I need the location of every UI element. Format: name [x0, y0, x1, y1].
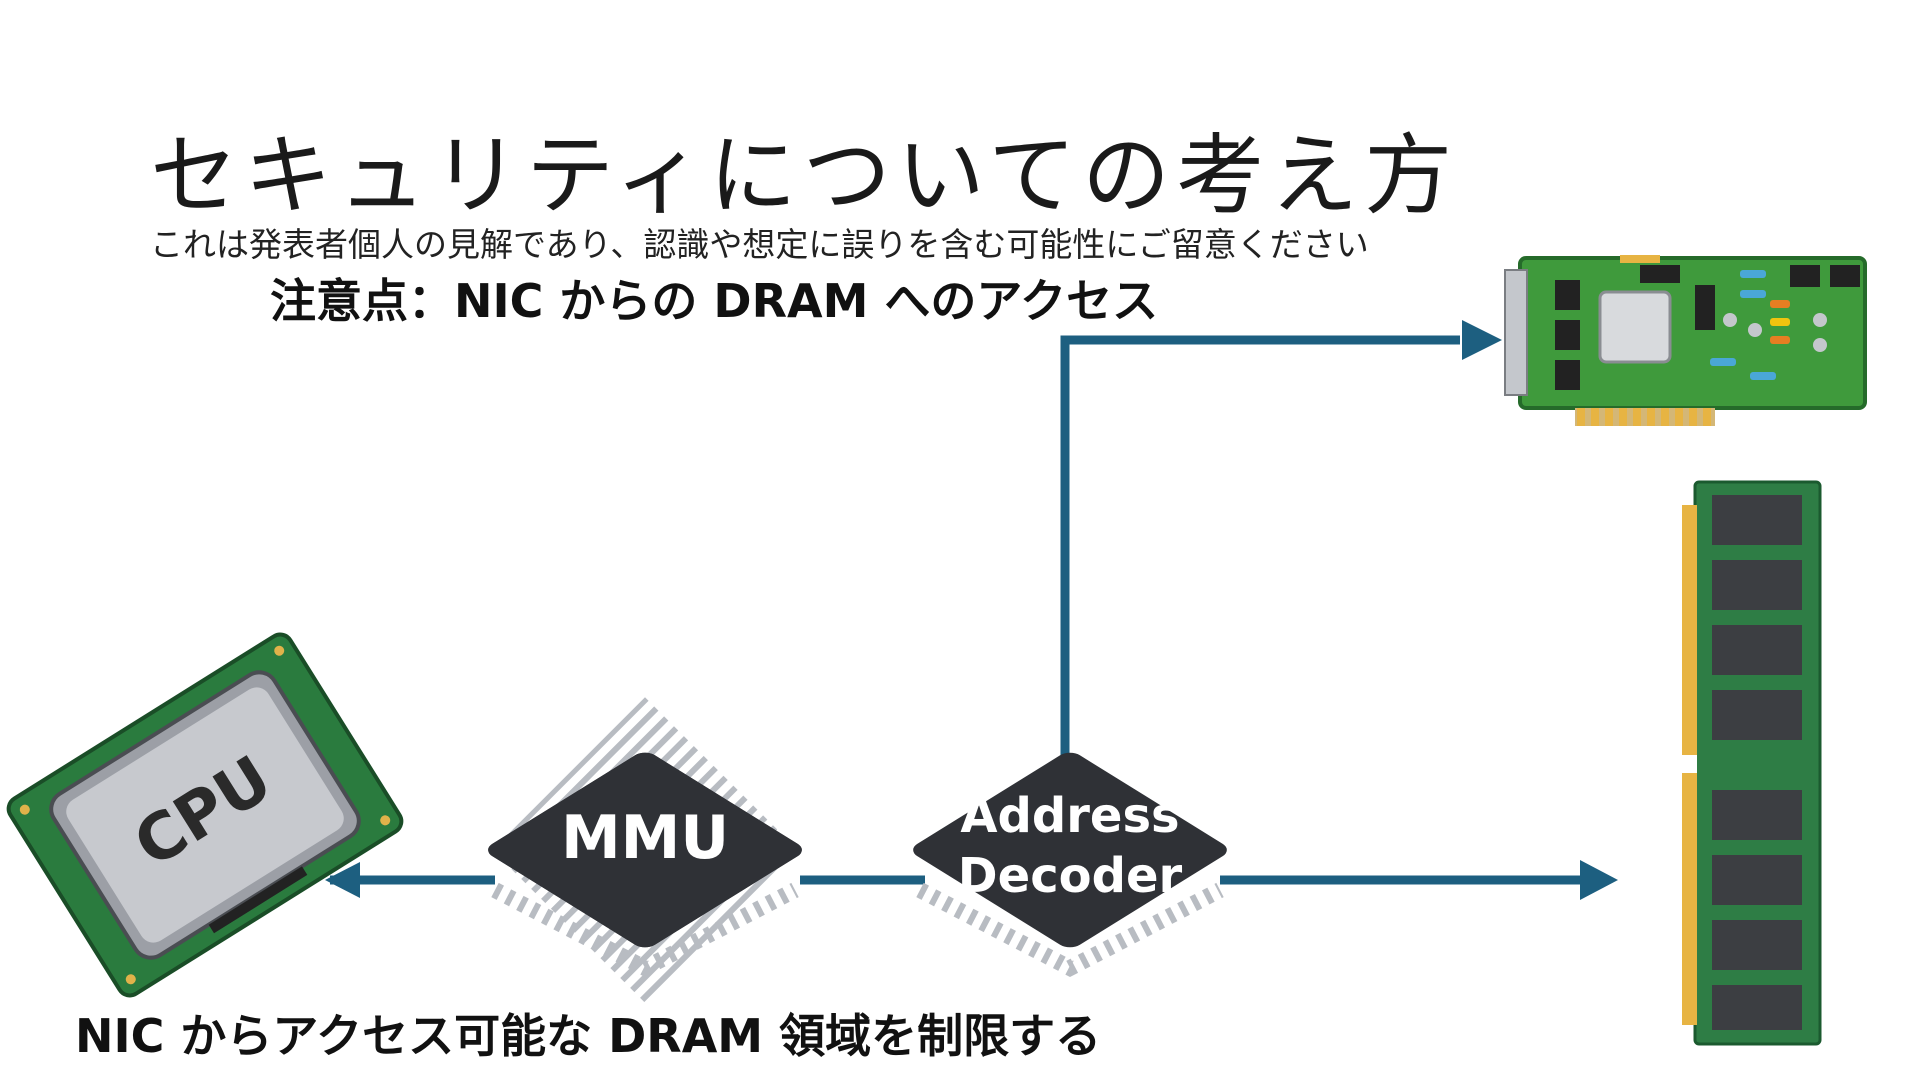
- mmu-chip: MMU: [488, 697, 802, 1003]
- caption-text: NIC からアクセス可能な DRAM 領域を制限する: [75, 1009, 1102, 1063]
- slide-subtitle: 注意点：NIC からの DRAM へのアクセス: [270, 274, 1159, 328]
- arrowhead-ram: [1580, 860, 1618, 900]
- slide-title: セキュリティについての考え方: [150, 124, 1459, 227]
- mmu-label: MMU: [561, 803, 729, 873]
- decoder-pins: [916, 882, 1224, 978]
- arrowhead-nic: [1462, 320, 1502, 360]
- cpu-illustration: CPU: [6, 632, 404, 998]
- disclaimer-text: これは発表者個人の見解であり、認識や想定に誤りを含む可能性にご留意ください: [150, 225, 1369, 264]
- ram-module-illustration: [1682, 480, 1822, 1046]
- connection-lines: [325, 320, 1618, 900]
- decoder-label-line2: Decoder: [958, 848, 1183, 904]
- nic-card-illustration: [1504, 255, 1867, 426]
- mmu-pins: [491, 882, 799, 978]
- arrow-to-nic: [1060, 335, 1460, 765]
- decoder-label-line1: Address: [960, 788, 1179, 844]
- address-decoder-chip: Address Decoder: [913, 752, 1227, 978]
- arrowhead-cpu: [325, 862, 360, 898]
